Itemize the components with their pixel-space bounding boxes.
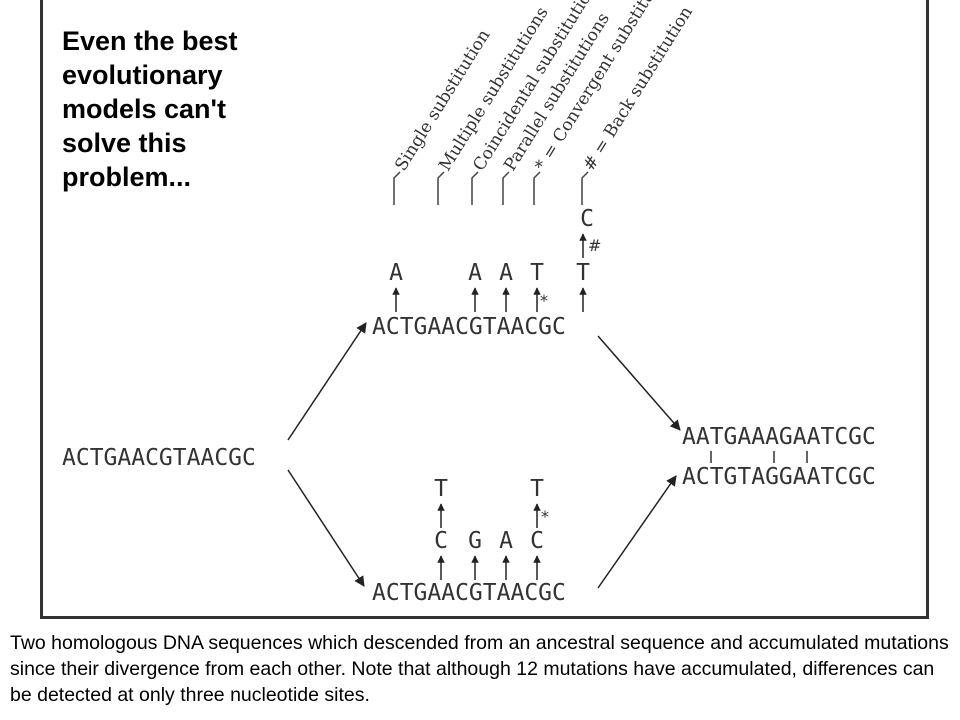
descendant-sequence-1: AATGAAAGAATCGC xyxy=(682,424,876,450)
diagram-frame xyxy=(40,0,929,619)
ancestor-sequence: ACTGAACGTAACGC xyxy=(62,445,256,471)
caption: Two homologous DNA sequences which desce… xyxy=(10,632,949,706)
bracket-convergent xyxy=(533,171,541,205)
lower-sequence: ACTGAACGTAACGC xyxy=(372,580,566,606)
lower-mutation-arrows xyxy=(437,555,541,580)
arrow-lower-to-descendant xyxy=(597,475,677,589)
arrow-upper-to-descendant xyxy=(597,335,681,431)
upper-base-5: A xyxy=(468,260,482,286)
hash-mark: # xyxy=(588,236,601,255)
headline: Even the best evolutionary models can't … xyxy=(62,26,238,192)
descendant-sequence-2: ACTGTAGGAATCGC xyxy=(682,464,876,490)
upper-mutation-arrows xyxy=(392,287,587,312)
lower-base-t11: T xyxy=(530,476,544,502)
upper-star-mark: * xyxy=(540,291,548,310)
lower-base-t5: T xyxy=(434,476,448,502)
lower-base-a9: A xyxy=(499,528,513,554)
legend-brackets xyxy=(393,171,589,205)
lineage-arrows xyxy=(287,322,681,589)
bracket-multiple xyxy=(437,171,445,205)
upper-base-13-top: C xyxy=(580,206,594,232)
difference-ticks xyxy=(710,451,808,463)
lower-base-c11: C xyxy=(530,528,544,554)
bracket-coincidental xyxy=(471,171,479,205)
upper-sequence: ACTGAACGTAACGC xyxy=(372,314,566,340)
arrow-ancestor-to-upper xyxy=(287,322,367,441)
bracket-single xyxy=(393,171,401,205)
upper-base-13: T xyxy=(576,260,590,286)
upper-base-1: A xyxy=(389,260,403,286)
lower-upper-arrows xyxy=(437,503,541,528)
arrow-ancestor-to-lower xyxy=(287,469,365,587)
lower-base-g7: G xyxy=(468,528,482,554)
bracket-parallel xyxy=(502,171,510,205)
bracket-back xyxy=(581,171,589,205)
upper-base-9: T xyxy=(530,260,544,286)
upper-base-7: A xyxy=(499,260,513,286)
lower-base-c5: C xyxy=(434,528,448,554)
lower-star-mark: * xyxy=(541,507,549,526)
